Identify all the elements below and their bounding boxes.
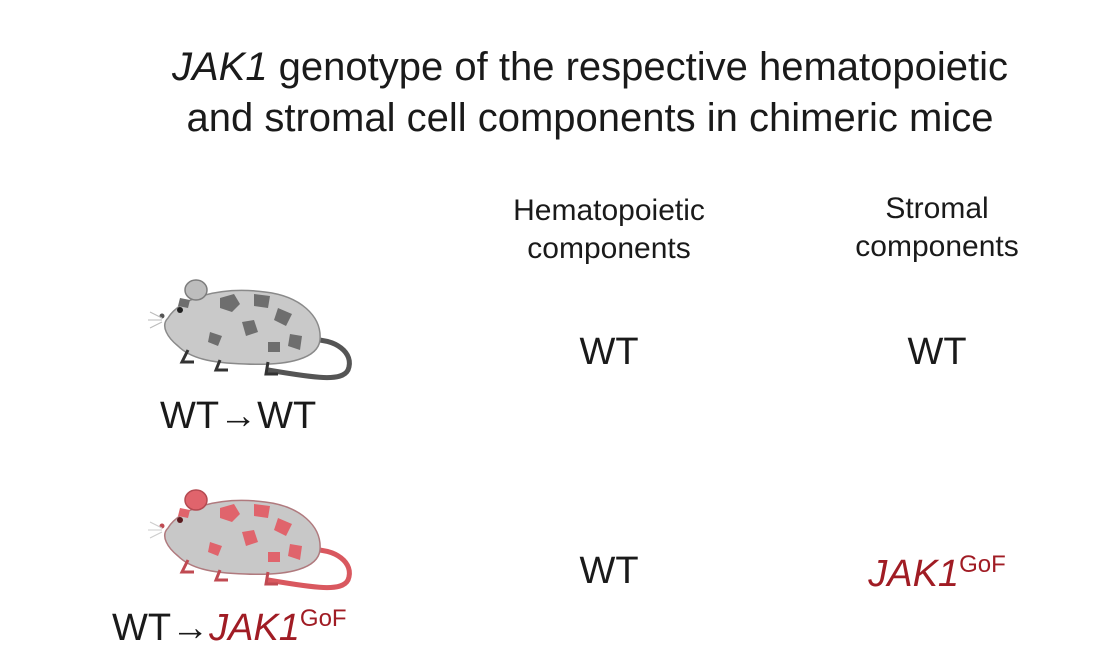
- figure-title: JAK1 genotype of the respective hematopo…: [60, 42, 1106, 144]
- column-header-stromal-line1: Stromal: [885, 192, 989, 225]
- wt-mouse-icon: [148, 279, 352, 380]
- column-header-hematopoietic-line1: Hematopoietic: [513, 194, 705, 227]
- row-2-stromal-main: JAK1: [868, 553, 960, 595]
- title-gene: JAK1: [171, 45, 268, 89]
- column-header-hematopoietic: Hematopoietic components: [459, 192, 759, 268]
- row-label-1-prefix: WT→: [160, 395, 258, 437]
- title-line-1-rest: genotype of the respective hematopoietic: [267, 45, 1009, 89]
- gof-mouse-icon: [148, 489, 352, 590]
- row-label-2: WT→JAK1GoF: [112, 605, 347, 655]
- column-header-stromal: Stromal components: [787, 190, 1087, 266]
- row-label-2-sup: GoF: [299, 605, 347, 632]
- row-label-1-main: WT: [257, 395, 317, 437]
- title-line-2: and stromal cell components in chimeric …: [186, 96, 994, 140]
- row-2-hematopoietic-value: WT: [579, 550, 639, 592]
- row-label-1: WT→WT: [160, 394, 316, 443]
- row-1-stromal-main: WT: [907, 331, 967, 373]
- row-2-stromal-sup: GoF: [959, 551, 1006, 578]
- row-label-2-prefix: WT→: [112, 607, 210, 649]
- title-line-1: JAK1 genotype of the respective hematopo…: [60, 42, 1106, 93]
- row-1-hematopoietic-value: WT: [579, 331, 639, 373]
- column-header-hematopoietic-line2: components: [527, 232, 691, 265]
- column-header-stromal-line2: components: [855, 230, 1019, 263]
- row-2-stromal-value: JAK1GoF: [787, 551, 1087, 601]
- row-label-2-main: JAK1: [209, 607, 300, 649]
- row-1-stromal-value: WT: [787, 330, 1087, 379]
